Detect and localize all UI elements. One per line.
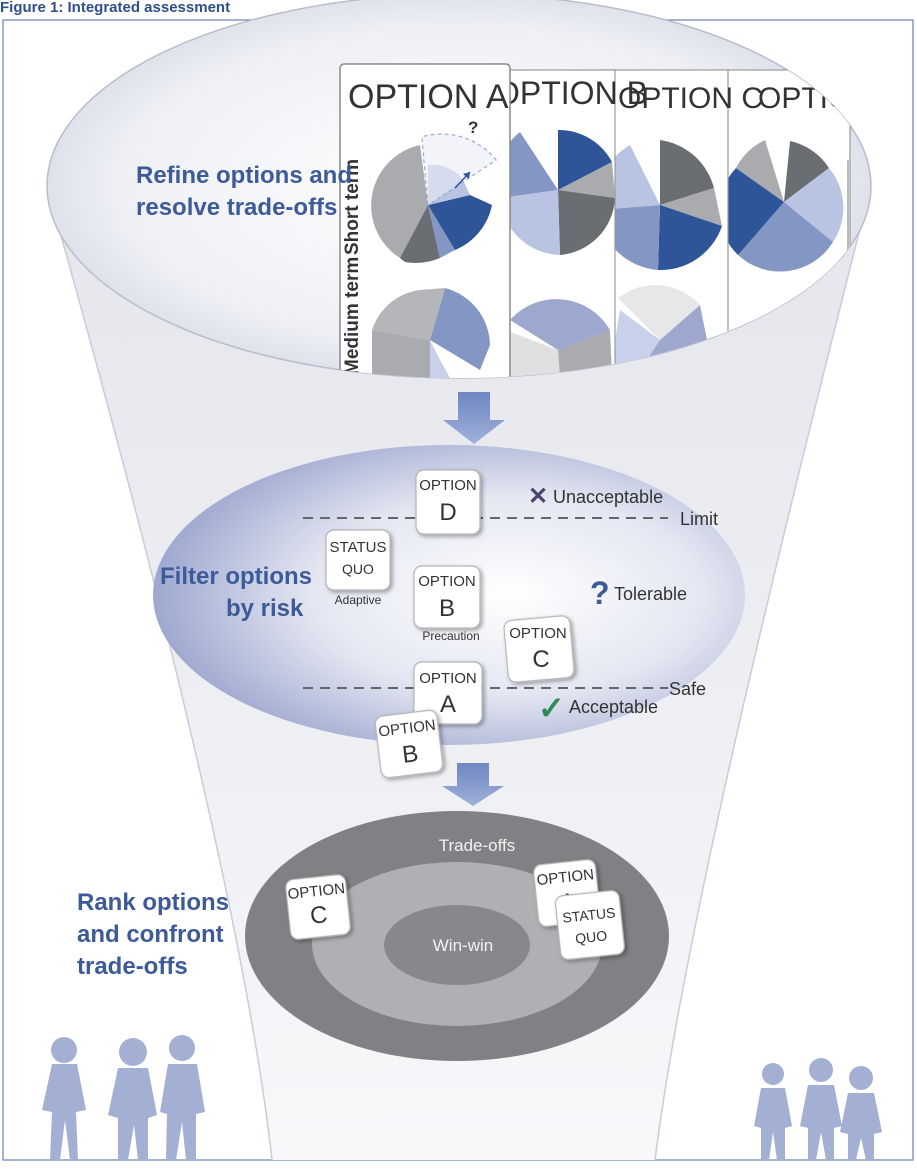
check-mark-icon: ✓ — [538, 690, 565, 726]
funnel-edge-left — [46, 185, 273, 1161]
risk-card-option-d: OPTION D — [415, 469, 481, 535]
question-mark-icon: ? — [590, 575, 610, 611]
option-c-card: OPTION C — [597, 69, 763, 378]
limit-label: Limit — [680, 509, 718, 529]
svg-text:OPTION: OPTION — [419, 477, 477, 494]
down-arrow-1 — [443, 392, 505, 444]
win-win-label: Win-win — [433, 936, 493, 955]
precaution-note: Precaution — [422, 629, 479, 643]
svg-text:QUO: QUO — [342, 561, 374, 577]
svg-text:B: B — [439, 595, 455, 622]
svg-text:STATUS: STATUS — [562, 904, 617, 925]
svg-text:D: D — [439, 499, 456, 526]
x-mark-icon: ✕ — [528, 483, 548, 510]
svg-text:STATUS: STATUS — [330, 539, 387, 556]
svg-text:OPTION: OPTION — [418, 573, 476, 590]
svg-text:OPTION: OPTION — [536, 866, 595, 889]
risk-card-option-c: OPTION C — [503, 615, 575, 683]
people-left-silhouettes — [42, 1035, 205, 1160]
medium-term-label: Medium term — [342, 257, 363, 375]
tolerable-label: Tolerable — [614, 584, 687, 604]
risk-card-option-a: OPTION A — [413, 661, 483, 725]
svg-text:OPTION: OPTION — [287, 880, 346, 903]
funnel-edge-right — [654, 185, 872, 1161]
svg-text:OPTION: OPTION — [419, 670, 477, 687]
option-b-title: OPTION B — [495, 75, 648, 111]
adaptive-note: Adaptive — [335, 593, 382, 607]
option-c-title: OPTION C — [618, 82, 763, 115]
svg-text:C: C — [532, 646, 549, 673]
figure-title: Figure 1: Integrated assessment — [0, 0, 230, 16]
risk-card-option-b: OPTION B — [413, 565, 481, 629]
risk-card-status-quo: STATUS QUO — [325, 529, 391, 591]
people-right-silhouettes — [754, 1058, 882, 1160]
short-term-label: Short term — [342, 159, 363, 255]
refine-label: Refine options and resolve trade-offs — [136, 162, 359, 221]
win-win-core — [384, 905, 530, 985]
svg-text:A: A — [440, 691, 456, 718]
option-a-title: OPTION A — [348, 78, 509, 116]
safe-label: Safe — [669, 679, 706, 699]
svg-text:QUO: QUO — [574, 927, 607, 946]
rank-card-option-c: OPTION C — [285, 874, 351, 940]
rank-card-option-b-display: OPTION B — [374, 709, 444, 779]
rank-card-status-quo: STATUS QUO — [554, 890, 625, 960]
down-arrow-2 — [442, 763, 504, 806]
svg-text:B: B — [401, 740, 420, 769]
acceptable-label: Acceptable — [569, 697, 658, 717]
svg-text:OPTION: OPTION — [509, 625, 567, 642]
unacceptable-label: Unacceptable — [553, 487, 663, 507]
trade-offs-label: Trade-offs — [439, 836, 516, 855]
svg-text:C: C — [309, 901, 329, 930]
question-mark: ? — [468, 118, 478, 137]
svg-text:OPTION: OPTION — [378, 717, 437, 741]
option-a-card: OPTION A Short term Medium term ? — [339, 63, 511, 378]
filter-label: Filter options by risk — [160, 563, 319, 622]
rank-label: Rank options and confront trade-offs — [77, 889, 236, 980]
